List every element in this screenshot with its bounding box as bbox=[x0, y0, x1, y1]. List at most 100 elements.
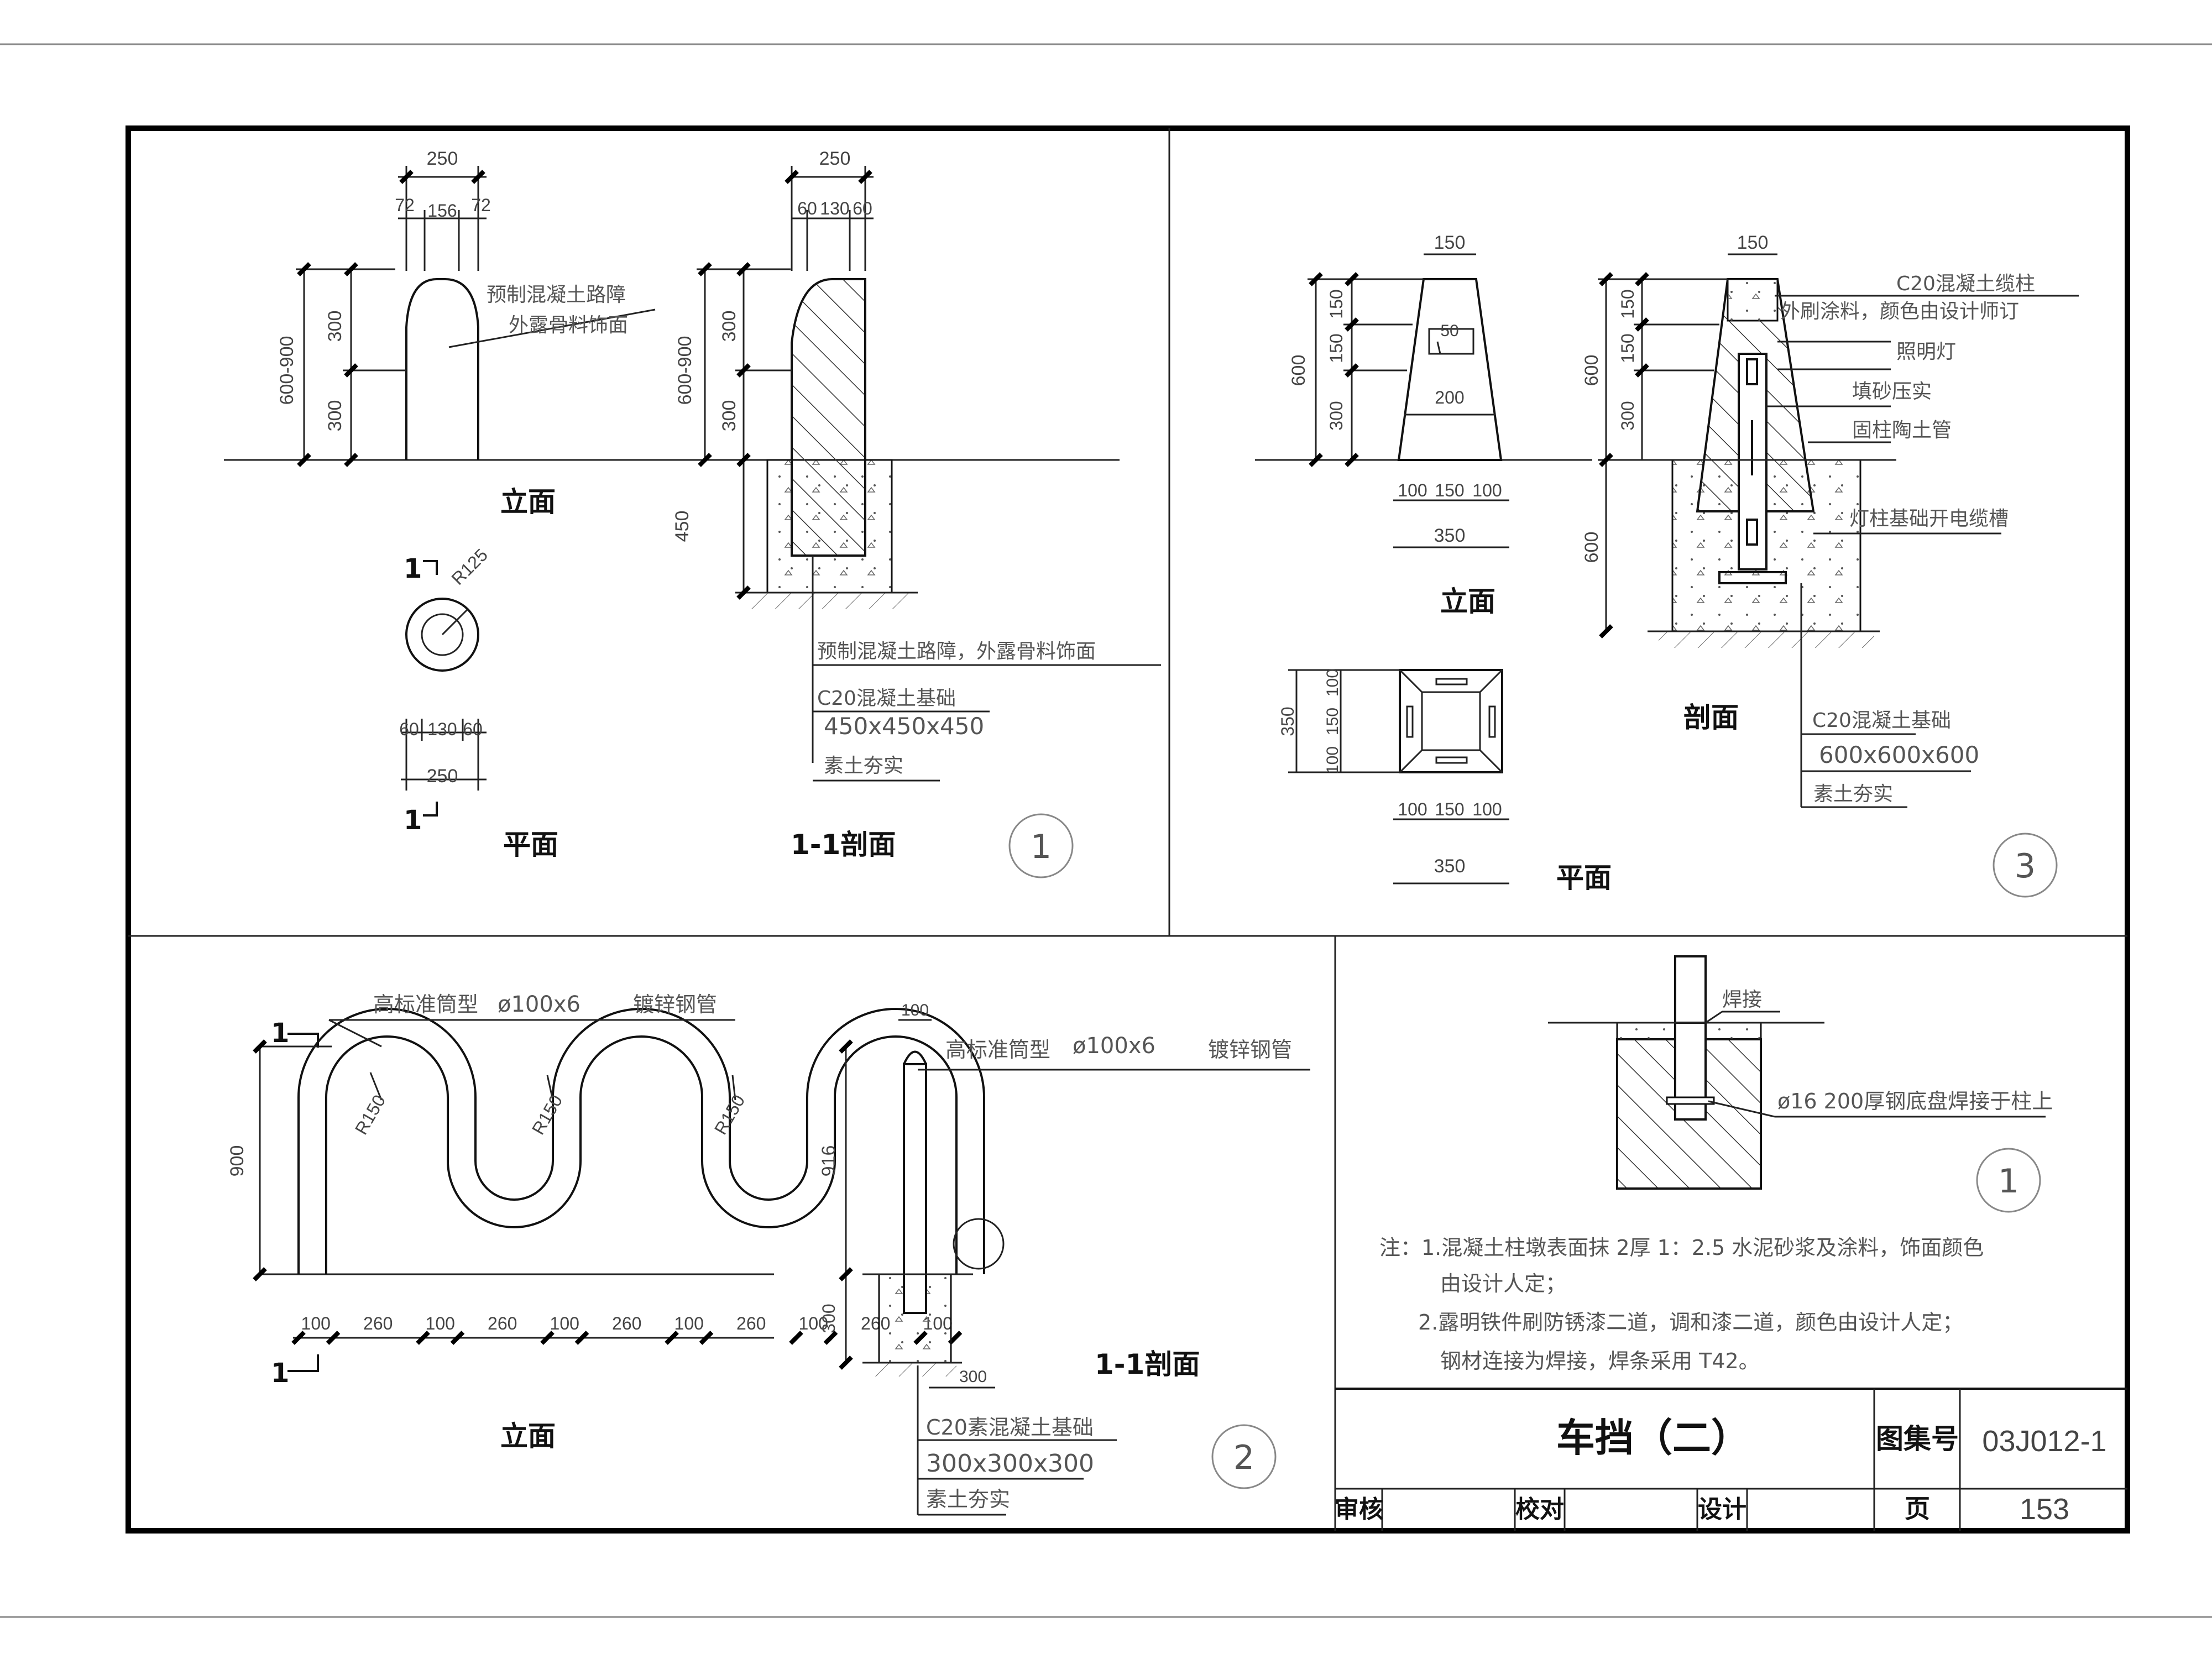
note-line-3: 2.露明铁件刷防锈漆二道，调和漆二道，颜色由设计人定； bbox=[1418, 1310, 1963, 1334]
d2-number: 2 bbox=[1233, 1438, 1254, 1477]
d3-label-paint: 外刷涂料，颜色由设计师订 bbox=[1780, 300, 2019, 323]
review-label: 审核 bbox=[1335, 1495, 1383, 1524]
d2-sec-mark-top: 1 bbox=[271, 1018, 289, 1049]
bollard-elevation bbox=[405, 278, 479, 460]
d2-number-circle bbox=[1211, 1424, 1277, 1489]
d2-sec-found-w: 300 bbox=[959, 1368, 987, 1386]
d1-dim-h-upper: 300 bbox=[325, 311, 346, 342]
d3-sec-h3: 300 bbox=[1618, 401, 1638, 430]
d2-label-type: 高标准筒型 bbox=[373, 992, 478, 1017]
d3-plan-h-150: 150 bbox=[1435, 799, 1464, 819]
d2-found-2: 300x300x300 bbox=[926, 1449, 1094, 1478]
d3-label-soil: 素土夯实 bbox=[1813, 783, 1893, 805]
weld-number: 1 bbox=[1998, 1162, 2019, 1201]
d1-plan-60b: 60 bbox=[463, 719, 483, 739]
d3-label-pipe: 固柱陶土管 bbox=[1852, 419, 1952, 442]
d3-number-circle bbox=[1993, 833, 2058, 898]
page-label: 页 bbox=[1905, 1494, 1930, 1524]
d3-label-found: C20混凝土基础 bbox=[1812, 709, 1951, 732]
note-line-2: 由设计人定； bbox=[1440, 1271, 1566, 1296]
d2-sec-mark-bottom: 1 bbox=[271, 1358, 289, 1389]
d2-bottom-tick-3 bbox=[450, 1331, 465, 1345]
d3-view-plan: 平面 bbox=[1556, 862, 1612, 894]
atlas-label: 图集号 bbox=[1876, 1423, 1959, 1455]
d2-view-section: 1-1剖面 bbox=[1095, 1348, 1200, 1380]
d1-sec-h-found: 450 bbox=[672, 511, 693, 542]
d2-sec-found-h: 300 bbox=[819, 1304, 839, 1333]
title-block: 车挡（二） 图集号 03J012-1 页 153 审核 校对 设计 bbox=[1335, 1388, 2127, 1531]
d1-plan-130: 130 bbox=[427, 719, 457, 739]
d3-sec-h1: 150 bbox=[1618, 289, 1638, 318]
d1-plan-radius: R125 bbox=[447, 545, 491, 589]
d2-label-mat: 镀锌钢管 bbox=[633, 992, 717, 1017]
d3-plan-inner bbox=[1421, 691, 1481, 751]
d1-sec-dim-60b: 60 bbox=[853, 198, 872, 218]
d3-number: 3 bbox=[2015, 847, 2036, 886]
notes: 注：1.混凝土柱墩表面抹 2厚 1：2.5 水泥砂浆及涂料，饰面颜色 由设计人定… bbox=[1379, 1236, 1984, 1373]
d3-plan-v-total: 350 bbox=[1278, 706, 1298, 736]
d1-dim-h-total: 600-900 bbox=[276, 336, 297, 405]
d1-note-precast: 预制混凝土路障，外露骨料饰面 bbox=[817, 640, 1096, 663]
d2-found-3: 素土夯实 bbox=[926, 1487, 1010, 1511]
d2-bottom-dim-4: 100 bbox=[550, 1313, 579, 1333]
design-label: 设计 bbox=[1698, 1495, 1746, 1524]
d2-bottom-tick-7 bbox=[699, 1331, 714, 1345]
d1-plan-60a: 60 bbox=[399, 719, 419, 739]
d1-dim-h-lower: 300 bbox=[325, 400, 346, 432]
d2-pipe-inner bbox=[325, 1035, 958, 1274]
d1-label-precast: 预制混凝土路障 bbox=[487, 284, 626, 306]
d3-label-size: 600x600x600 bbox=[1819, 741, 1979, 768]
d1-dim-72b: 72 bbox=[471, 195, 491, 215]
d3-elevation-body bbox=[1397, 278, 1503, 461]
d2-bottom-tick-8 bbox=[789, 1331, 803, 1345]
d1-sec-dim-60a: 60 bbox=[797, 198, 817, 218]
d1-sec-dim-250: 250 bbox=[819, 148, 851, 169]
d2-post bbox=[903, 1063, 927, 1314]
d2-sec-mat: 镀锌钢管 bbox=[1208, 1038, 1292, 1062]
d2-r3: R150 bbox=[710, 1091, 749, 1138]
d1-sec-mark-bottom: 1 bbox=[404, 805, 422, 836]
d1-sec-h-upper: 300 bbox=[719, 311, 740, 342]
d3-plan-h-total: 350 bbox=[1434, 856, 1466, 877]
d2-sec-w: 100 bbox=[901, 1001, 929, 1019]
d2-view-elevation: 立面 bbox=[500, 1420, 556, 1452]
d3-label-lamp: 照明灯 bbox=[1896, 341, 1956, 363]
d2-bottom-dim-7: 260 bbox=[736, 1313, 766, 1333]
d1-note-size: 450x450x450 bbox=[824, 713, 984, 740]
d3-hole: 50 bbox=[1440, 322, 1458, 340]
d1-plan-outer bbox=[405, 598, 479, 672]
d3-plan-h-100a: 100 bbox=[1398, 799, 1427, 819]
d2-sec-dia: ø100x6 bbox=[1073, 1033, 1155, 1059]
atlas-number: 03J012-1 bbox=[1982, 1425, 2106, 1458]
d3-sec-top-w: 150 bbox=[1737, 232, 1769, 253]
d2-bottom-dim-8: 100 bbox=[799, 1313, 828, 1333]
plate-label: ø16 200厚钢底盘焊接于柱上 bbox=[1777, 1089, 2053, 1113]
detail-2: 高标准筒型 ø100x6 镀锌钢管 R150 R150 R150 900 1 1… bbox=[227, 992, 1310, 1516]
d3-sec-h-total: 600 bbox=[1581, 355, 1602, 386]
d2-bottom-tick-6 bbox=[665, 1331, 679, 1345]
d3-mid-w: 200 bbox=[1435, 388, 1464, 407]
d1-dim-72a: 72 bbox=[395, 195, 415, 215]
page-number: 153 bbox=[2020, 1493, 2069, 1526]
d2-height: 900 bbox=[227, 1145, 248, 1177]
d3-base-350: 350 bbox=[1434, 525, 1466, 546]
d2-bottom-tick-1 bbox=[326, 1331, 341, 1345]
d3-view-section: 剖面 bbox=[1683, 702, 1739, 734]
d1-number: 1 bbox=[1031, 828, 1052, 866]
d2-bottom-tick-5 bbox=[574, 1331, 589, 1345]
d1-dim-156: 156 bbox=[427, 201, 457, 221]
note-line-4: 钢材连接为焊接，焊条采用 T42。 bbox=[1440, 1349, 1760, 1373]
d2-bottom-dim-3: 260 bbox=[488, 1313, 517, 1333]
d3-plan-v-100b: 100 bbox=[1324, 746, 1342, 774]
detail-1: 250 72 156 72 600-900 300 300 预制混凝土路障 外露… bbox=[224, 148, 1161, 878]
d2-label-dia: ø100x6 bbox=[498, 992, 581, 1017]
d3-base-100a: 100 bbox=[1398, 480, 1427, 500]
d2-bottom-dim-2: 100 bbox=[426, 1313, 455, 1333]
note-line-1: 注：1.混凝土柱墩表面抹 2厚 1：2.5 水泥砂浆及涂料，饰面颜色 bbox=[1379, 1236, 1984, 1260]
detail-weld: 焊接 ø16 200厚钢底盘焊接于柱上 1 bbox=[1548, 955, 2053, 1213]
d2-bottom-dim-1: 260 bbox=[363, 1313, 393, 1333]
d1-view-elevation: 立面 bbox=[500, 486, 556, 518]
d2-bottom-tick-2 bbox=[416, 1331, 430, 1345]
d1-number-circle bbox=[1008, 813, 1074, 878]
sheet-title: 车挡（二） bbox=[1556, 1415, 1750, 1461]
